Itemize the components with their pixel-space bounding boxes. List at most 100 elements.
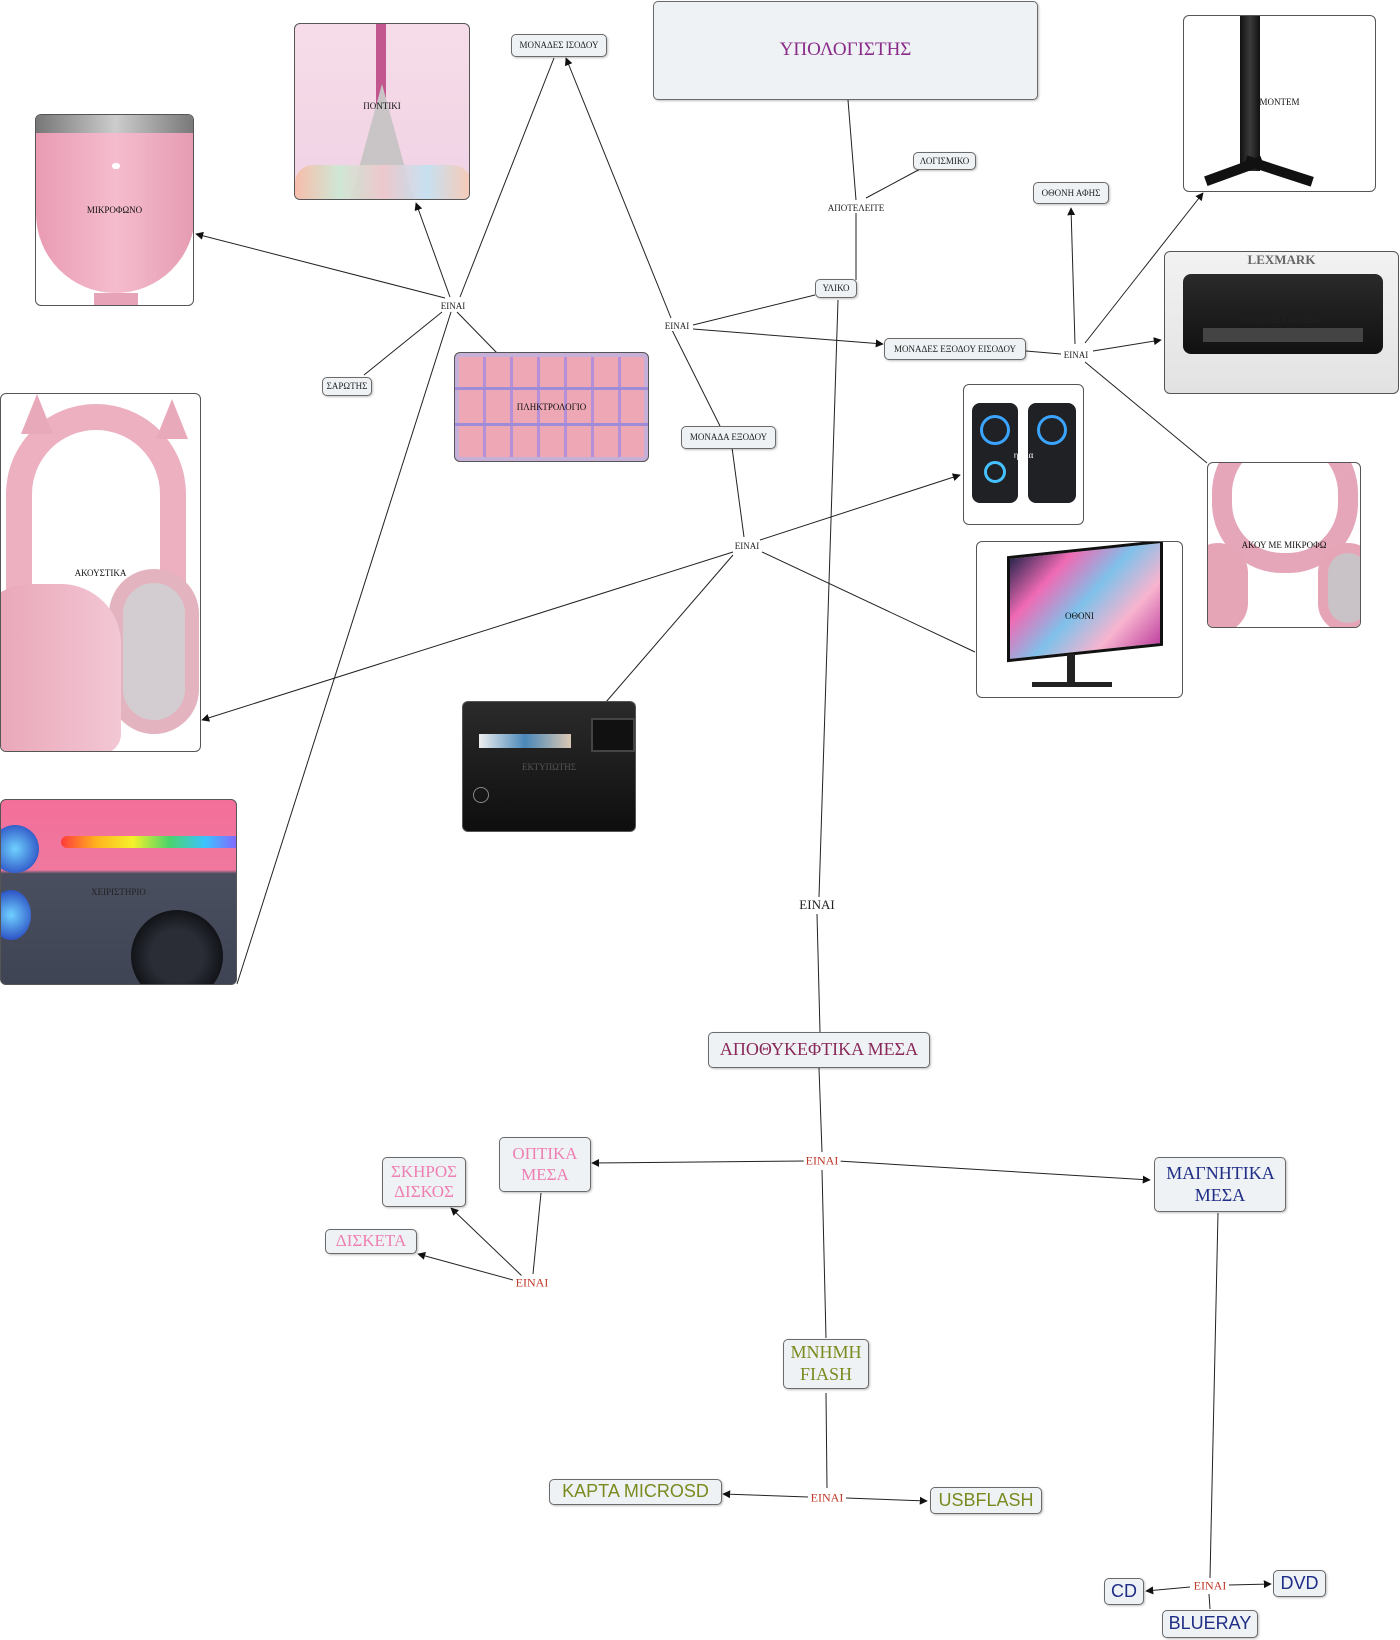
- speakers-image: ηχεια: [963, 384, 1084, 525]
- node-usbflash[interactable]: USBFLASH: [930, 1487, 1042, 1514]
- edge-is-optical: [591, 1158, 807, 1167]
- node-scanner[interactable]: ΣΑΡΩΤΗΣ: [322, 377, 372, 396]
- node-touchscreen[interactable]: ΟΘΟΝΗ ΑΦΗΣ: [1033, 182, 1109, 204]
- ear-cup-left-shape: [1, 584, 121, 751]
- link-is-media: ΕΙΝΑΙ: [803, 1153, 841, 1169]
- hp-logo-icon: [473, 787, 489, 803]
- link-is-storage: ΕΙΝΑΙ: [797, 897, 837, 913]
- printer-panel-shape: [591, 718, 635, 752]
- printer-caption: ΕΚΤΥΠΩΤΗΣ: [521, 761, 577, 772]
- edge-is-speakers: [759, 473, 961, 541]
- edge-is-output-unit: [670, 327, 721, 427]
- edge-is-io: [692, 328, 884, 348]
- node-software[interactable]: ΛΟΓΙΣΜΙΚΟ: [913, 152, 976, 170]
- keyboard-caption: ΠΛΗΚΤΡΟΛΟΓΙΟ: [516, 402, 587, 412]
- controller-image: ΧΕΙΡΙΣΤΗΡΙΟ: [0, 799, 237, 985]
- mic-stand-shape: [94, 293, 138, 305]
- microphone-caption: ΜΙΚΡΟΦΩΝΟ: [86, 205, 143, 215]
- edge-is-keyboard: [456, 311, 498, 354]
- keycaps-grid: [459, 357, 644, 457]
- node-io-units[interactable]: ΜΟΝΑΔΕΣ ΕΞΟΔΟΥ ΕΙΣΟΔΟΥ: [884, 338, 1026, 360]
- mic-led-icon: [112, 163, 120, 169]
- headset-cup-left-shape: [1208, 543, 1248, 627]
- link-is-hardware: ΕΙΝΑΙ: [662, 321, 692, 331]
- edge-hardware-is-storage: [818, 299, 839, 898]
- edge-is-usbflash: [845, 1496, 928, 1505]
- monitor-screen-shape: [1007, 542, 1163, 663]
- edge-is-microphone: [195, 231, 446, 299]
- headphones-caption: ΑΚΟΥΣΤΙΚΑ: [74, 567, 127, 578]
- edge-input-is: [459, 57, 555, 298]
- node-hardware[interactable]: ΥΛΙΚΟ: [815, 279, 857, 298]
- ear-cup-right-shape: [109, 569, 199, 734]
- mic-body-shape: [36, 133, 193, 293]
- link-is-magnetic: ΕΙΝΑΙ: [1191, 1578, 1229, 1594]
- mouse-caption: ΠΟΝΤΙΚΙ: [363, 101, 401, 112]
- printer-tray-shape: [1203, 328, 1363, 342]
- modem-antenna-shape: [1240, 16, 1260, 171]
- monitor-caption: ΟΘΟΝΙ: [1065, 611, 1094, 622]
- button-blue-icon-2: [1, 890, 31, 940]
- node-microsd[interactable]: ΚΑΡΤΑ MICROSD: [549, 1479, 722, 1505]
- keyrow-divider-1: [455, 387, 648, 390]
- headset-mic-caption: ΑΚΟΥ ΜΕ ΜΙΚΡΟΦΩ: [1241, 540, 1327, 550]
- edge-is-headset: [1084, 361, 1208, 464]
- edge-is-flash: [821, 1169, 827, 1339]
- link-is-io: ΕΙΝΑΙ: [1061, 350, 1091, 360]
- edge-is-controller: [236, 311, 452, 985]
- keyboard-image: ΠΛΗΚΤΡΟΛΟΓΙΟ: [454, 352, 649, 462]
- edge-output-is: [730, 439, 745, 538]
- edge-is-mouse: [414, 202, 451, 298]
- node-computer[interactable]: ΥΠΟΛΟΓΙΣΤΗΣ: [653, 1, 1038, 100]
- edge-hardware-is: [692, 294, 816, 326]
- edge-computer-consists: [847, 99, 857, 201]
- edge-consists-software: [865, 167, 923, 199]
- edge-is-bluray: [1208, 1593, 1211, 1610]
- node-dvd[interactable]: DVD: [1273, 1570, 1326, 1597]
- edge-is-dvd: [1228, 1580, 1272, 1589]
- node-bluray[interactable]: BLUERAY: [1162, 1610, 1258, 1638]
- edge-is-multifunction: [1092, 337, 1162, 352]
- node-output-unit[interactable]: ΜΟΝΑΔΑ ΕΞΟΔΟΥ: [681, 426, 776, 449]
- node-hdd[interactable]: ΣΚΗΡΟΣ ΔΙΣΚΟΣ: [382, 1157, 466, 1207]
- edge-is-modem: [1084, 192, 1204, 344]
- microphone-image: ΜΙΚΡΟΦΩΝΟ: [35, 114, 194, 306]
- edge-storage-is: [818, 1067, 823, 1153]
- edge-is-cd: [1145, 1586, 1191, 1595]
- keyrow-divider-2: [455, 423, 648, 426]
- node-floppy[interactable]: ΔΙΣΚΕΤΑ: [325, 1229, 417, 1254]
- node-magnetic[interactable]: ΜΑΓΝΗΤΙΚΑ ΜΕΣΑ: [1154, 1157, 1286, 1212]
- multifunction-image: LEXMARK ΠΟΛΥΜΗΧΑΝΗΜΑ: [1164, 251, 1399, 394]
- node-input-units[interactable]: ΜΟΝΑΔΕΣ ΙΣΟΔΟΥ: [511, 34, 607, 57]
- printer-image: ΕΚΤΥΠΩΤΗΣ: [462, 701, 636, 832]
- modem-caption: ΜΟΝΤΕΜ: [1259, 96, 1300, 107]
- node-optical[interactable]: ΟΠΤΙΚΑ ΜΕΣΑ: [499, 1137, 591, 1192]
- node-storage[interactable]: ΑΠΟΘΥΚΕΦΤΙΚΑ ΜΕΣΑ: [708, 1032, 930, 1068]
- headphones-image: ΑΚΟΥΣΤΙΚΑ: [0, 393, 201, 752]
- edge-is-magnetic: [837, 1160, 1151, 1184]
- edge-is-input: [564, 57, 672, 319]
- monitor-stand-shape: [1067, 654, 1075, 682]
- monitor-image: ΟΘΟΝΙ: [976, 541, 1183, 698]
- mouse-cable-icon: [376, 24, 386, 142]
- modem-image: ΜΟΝΤΕΜ: [1183, 15, 1376, 192]
- mic-cap-shape: [36, 115, 193, 133]
- edge-magnetic-is: [1209, 1212, 1219, 1579]
- button-blue-icon: [1, 825, 39, 873]
- edge-is-hdd: [450, 1207, 523, 1277]
- node-flash[interactable]: ΜΝΗΜΗ FIASH: [783, 1339, 869, 1389]
- link-is-flash: ΕΙΝΑΙ: [808, 1490, 846, 1506]
- speaker-left-ring-icon: [980, 415, 1010, 445]
- edge-is-touchscreen: [1067, 207, 1076, 345]
- link-is-optical: ΕΙΝΑΙ: [513, 1275, 551, 1291]
- edge-is-storage: [816, 913, 821, 1033]
- controller-caption: ΧΕΙΡΙΣΤΗΡΙΟ: [91, 887, 146, 897]
- multifunction-caption: ΠΟΛΥΜΗΧΑΝΗΜΑ: [1241, 314, 1322, 325]
- node-cd[interactable]: CD: [1104, 1578, 1144, 1605]
- edge-is-scanner: [363, 311, 443, 376]
- edge-is-floppy: [417, 1252, 514, 1281]
- edge-is-monitor: [761, 551, 976, 653]
- cat-ear-left-shape: [21, 394, 53, 434]
- edge-optical-is: [532, 1192, 542, 1275]
